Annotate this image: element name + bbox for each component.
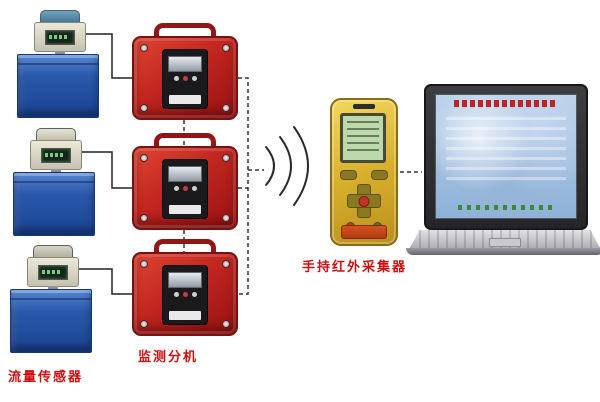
handheld-nameplate <box>341 225 387 239</box>
panel-display <box>168 272 202 288</box>
screw-icon <box>140 104 148 112</box>
screw-icon <box>140 320 148 328</box>
flow-sensor-unit-2 <box>8 128 104 238</box>
monitor-unit-label: 监测分机 <box>138 349 199 364</box>
transmitter-body <box>27 257 79 287</box>
dpad-center-button <box>358 196 370 207</box>
flow-sensor-label: 流量传感器 <box>8 369 84 384</box>
software-title-bar <box>454 100 558 107</box>
sensor-transmitter <box>30 128 82 176</box>
software-content-area <box>446 117 566 181</box>
case-handle <box>154 239 216 261</box>
wireless-signal-arcs <box>265 126 309 206</box>
case-handle <box>154 23 216 45</box>
case-control-panel <box>162 159 208 219</box>
transmitter-body <box>30 140 82 170</box>
panel-buttons <box>168 76 202 81</box>
screw-icon <box>222 260 230 268</box>
panel-nameplate <box>169 205 201 214</box>
screw-icon <box>222 320 230 328</box>
panel-nameplate <box>169 95 201 104</box>
case-body <box>132 146 238 230</box>
screw-icon <box>222 104 230 112</box>
screw-icon <box>222 44 230 52</box>
screw-icon <box>222 154 230 162</box>
handheld-collector-label: 手持红外采集器 <box>302 259 408 274</box>
sensor-transmitter <box>27 245 79 293</box>
infrared-window <box>353 104 375 109</box>
case-handle <box>154 133 216 155</box>
case-body <box>132 36 238 120</box>
panel-nameplate <box>169 311 201 320</box>
screw-icon <box>140 214 148 222</box>
laptop-front-edge <box>406 248 600 255</box>
transmitter-display <box>38 265 68 280</box>
laptop-display <box>435 94 577 219</box>
laptop-keyboard-base <box>410 230 600 248</box>
monitor-unit-case-1 <box>132 23 238 120</box>
case-control-panel <box>162 49 208 109</box>
trackpad <box>489 238 521 247</box>
transmitter-body <box>34 22 86 52</box>
panel-buttons <box>168 292 202 297</box>
transmitter-display <box>41 148 71 163</box>
screw-icon <box>222 214 230 222</box>
handheld-collector-device <box>330 98 398 246</box>
sensor-transmitter <box>34 10 86 58</box>
software-status-row <box>458 205 554 210</box>
panel-buttons <box>168 186 202 191</box>
laptop-screen-bezel <box>424 84 588 230</box>
case-control-panel <box>162 265 208 325</box>
flow-sensor-unit-1 <box>12 10 108 120</box>
sensor-tank <box>13 172 95 236</box>
monitor-unit-case-2 <box>132 133 238 230</box>
sensor-tank <box>10 289 92 353</box>
case-body <box>132 252 238 336</box>
screw-icon <box>140 154 148 162</box>
handheld-lcd-screen <box>340 113 386 163</box>
soft-key-right <box>371 170 388 180</box>
transmitter-display <box>45 30 75 45</box>
screw-icon <box>140 44 148 52</box>
panel-display <box>168 56 202 72</box>
soft-key-left <box>340 170 357 180</box>
sensor-tank <box>17 54 99 118</box>
monitor-unit-case-3 <box>132 239 238 336</box>
screw-icon <box>140 260 148 268</box>
flow-sensor-unit-3 <box>5 245 101 355</box>
panel-display <box>168 166 202 182</box>
